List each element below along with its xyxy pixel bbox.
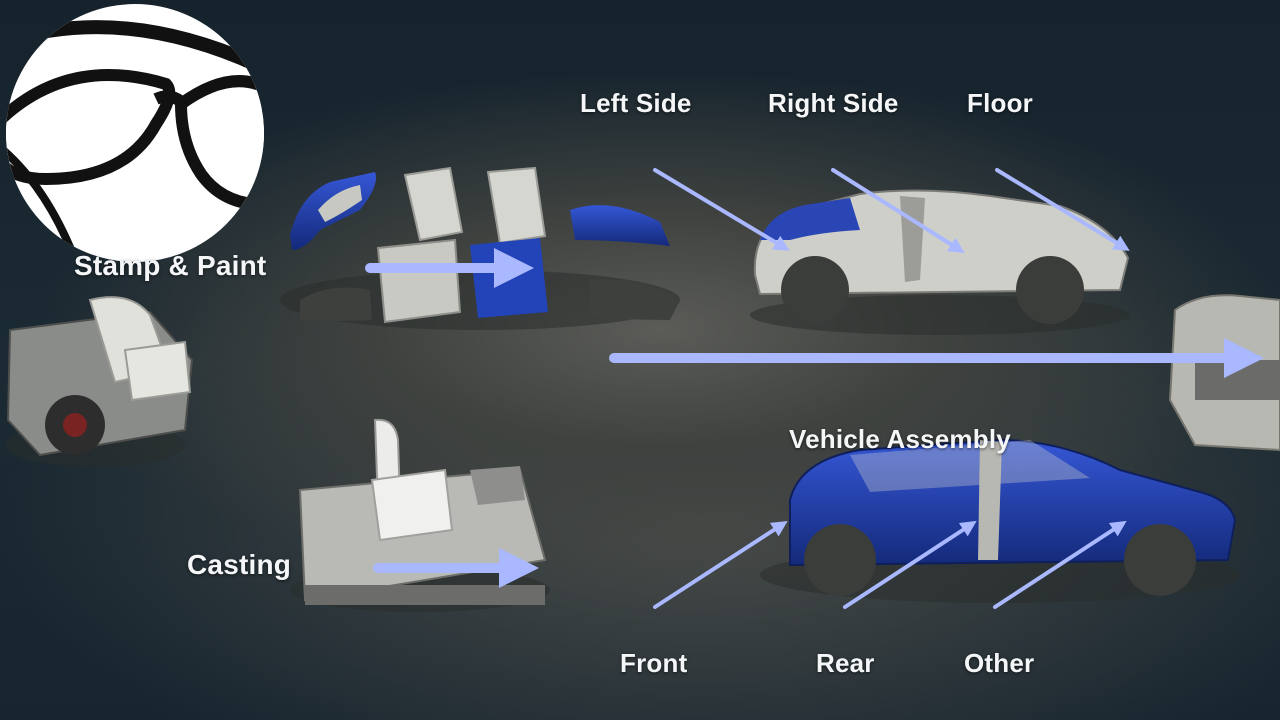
arrow-rear (843, 520, 977, 609)
rear-underbody (6, 296, 194, 457)
label-vehicle-assembly: Vehicle Assembly (789, 424, 1011, 454)
label-rear: Rear (816, 648, 875, 678)
label-floor: Floor (967, 88, 1033, 118)
label-other: Other (964, 648, 1035, 678)
label-stamp-paint: Stamp & Paint (74, 250, 267, 281)
stamped-panels (290, 166, 680, 324)
label-front: Front (620, 648, 688, 678)
process-arrows (365, 168, 1265, 609)
label-right-side: Right Side (768, 88, 899, 118)
arrow-front (653, 520, 788, 609)
arrow-other (993, 520, 1127, 609)
arrow-right-side (831, 168, 965, 253)
arrow-left-side (653, 168, 790, 251)
body-in-white (753, 189, 1130, 324)
arrow-floor (995, 168, 1130, 251)
glasses-logo-icon (6, 4, 264, 262)
right-edge-vehicle (1168, 294, 1280, 452)
label-casting: Casting (187, 549, 292, 580)
label-left-side: Left Side (580, 88, 692, 118)
